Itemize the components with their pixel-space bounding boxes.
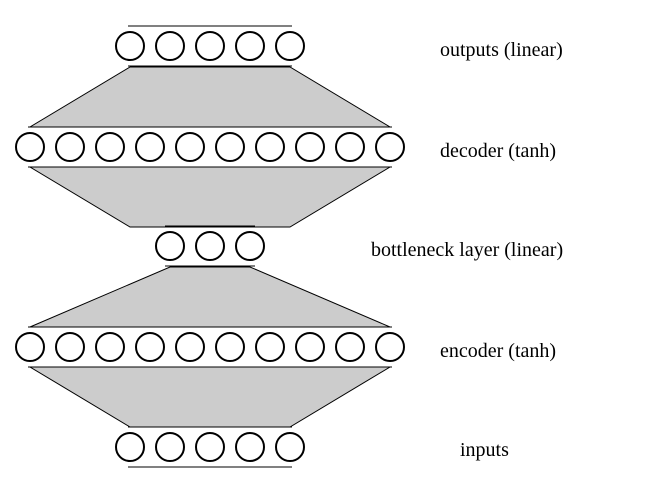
decoder-neuron	[255, 132, 285, 162]
bottleneck-neuron	[235, 231, 265, 261]
encoder-neuron	[215, 332, 245, 362]
outputs-neuron	[195, 31, 225, 61]
decoder-bottleneck-connections	[28, 166, 392, 228]
decoder-neuron	[95, 132, 125, 162]
bottleneck-neuron	[195, 231, 225, 261]
inputs-neuron	[115, 432, 145, 462]
encoder-neuron	[55, 332, 85, 362]
decoder-neuron	[215, 132, 245, 162]
encoder-neuron	[15, 332, 45, 362]
bottleneck-neuron	[155, 231, 185, 261]
decoder-label: decoder (tanh)	[440, 140, 556, 162]
outputs-neuron	[155, 31, 185, 61]
decoder-neuron	[335, 132, 365, 162]
decoder-neuron	[15, 132, 45, 162]
encoder-neuron	[95, 332, 125, 362]
outputs-neuron	[235, 31, 265, 61]
encoder-neuron	[255, 332, 285, 362]
outputs-label: outputs (linear)	[440, 39, 563, 61]
bottleneck-encoder-connections	[29, 266, 391, 328]
decoder-neuron	[135, 132, 165, 162]
encoder-input-connections	[28, 366, 392, 428]
decoder-neuron	[375, 132, 405, 162]
outputs-neuron	[275, 31, 305, 61]
inputs-neuron	[195, 432, 225, 462]
inputs-neuron	[275, 432, 305, 462]
encoder-neuron	[135, 332, 165, 362]
decoder-neuron	[175, 132, 205, 162]
encoder-neuron	[375, 332, 405, 362]
connections-group	[28, 25, 392, 468]
neurons-group	[15, 31, 405, 462]
encoder-neuron	[295, 332, 325, 362]
encoder-label: encoder (tanh)	[440, 340, 556, 362]
inputs-neuron	[155, 432, 185, 462]
output-decoder-connections	[28, 66, 392, 128]
outputs-neuron	[115, 31, 145, 61]
encoder-neuron	[335, 332, 365, 362]
inputs-neuron	[235, 432, 265, 462]
decoder-neuron	[295, 132, 325, 162]
encoder-neuron	[175, 332, 205, 362]
inputs-label: inputs	[460, 439, 509, 461]
bottleneck-label: bottleneck layer (linear)	[371, 239, 563, 261]
decoder-neuron	[55, 132, 85, 162]
